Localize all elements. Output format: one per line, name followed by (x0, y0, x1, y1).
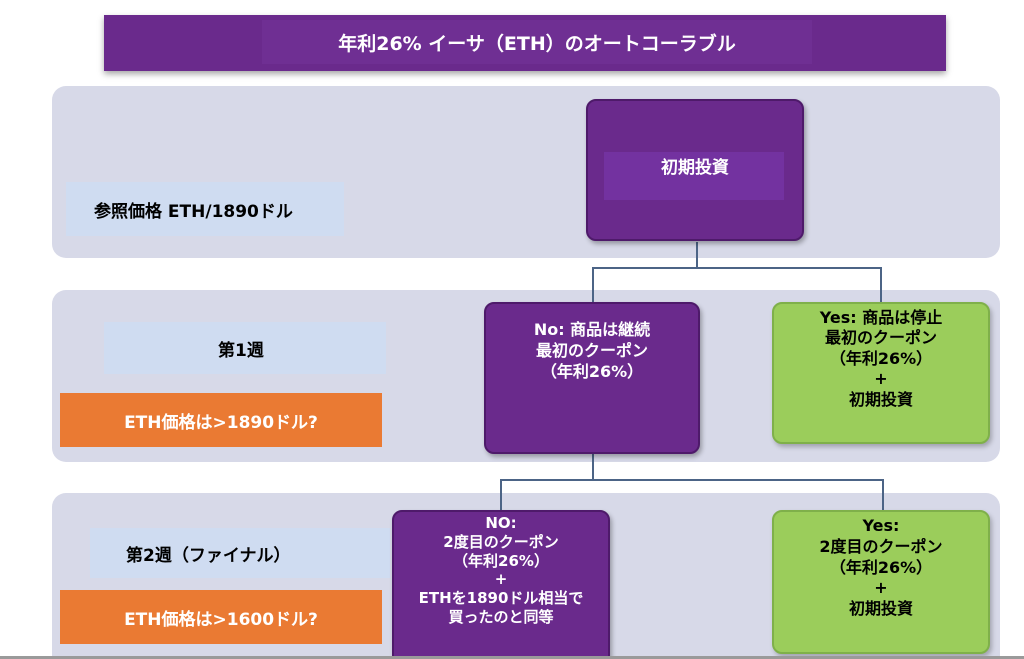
initial-investment-box: 初期投資 (586, 99, 804, 241)
week2-yes-line-4: + (874, 578, 888, 598)
connector-no-week1-down (592, 452, 594, 480)
week2-yes-line-5: 初期投資 (848, 599, 913, 619)
week2-no-box: NO: 2度目のクーポン （年利26%） + ETHを1890ドル相当で 買った… (392, 510, 610, 659)
week1-yes-box: Yes: 商品は停止 最初のクーポン （年利26%） + 初期投資 (772, 302, 990, 444)
initial-investment-text: 初期投資 (661, 158, 729, 178)
week1-condition-text: ETH価格は>1890ドル? (124, 412, 318, 433)
week1-no-line-1: No: 商品は継続 (533, 320, 651, 339)
connector-to-yes-week2 (882, 479, 884, 511)
connector-to-no-week1 (592, 267, 594, 304)
week2-no-line-1: NO: (485, 514, 517, 532)
connector-to-no-week2 (500, 479, 502, 511)
week2-no-line-6: 買ったのと同等 (448, 607, 554, 626)
week1-no-box: No: 商品は継続 最初のクーポン （年利26%） (484, 302, 700, 454)
week2-yes-line-2: 2度目のクーポン (819, 536, 943, 556)
connector-split-week1 (592, 267, 882, 269)
week1-no-line-2: 最初のクーポン (535, 340, 648, 360)
week2-label: 第2週（ファイナル） (90, 528, 390, 578)
week2-no-line-5: ETHを1890ドル相当で (418, 589, 584, 607)
week2-yes-line-3: （年利26%） (829, 557, 933, 577)
week1-yes-line-4: + (874, 369, 888, 389)
week1-yes-line-3: （年利26%） (829, 348, 933, 368)
bottom-divider (0, 656, 1024, 659)
week2-yes-box: Yes: 2度目のクーポン （年利26%） + 初期投資 (772, 510, 990, 654)
week1-no-line-3: （年利26%） (540, 361, 644, 381)
week2-condition: ETH価格は>1600ドル? (60, 590, 382, 644)
reference-price-text: 参照価格 ETH/1890ドル (94, 201, 293, 222)
connector-split-week2 (500, 479, 884, 481)
week1-text: 第1週 (218, 340, 264, 361)
week2-no-line-4: + (494, 570, 508, 589)
week2-text: 第2週（ファイナル） (126, 545, 291, 566)
reference-price-label: 参照価格 ETH/1890ドル (66, 182, 344, 236)
diagram-title: 年利26% イーサ（ETH）のオートコーラブル (262, 20, 812, 64)
week2-no-line-3: （年利26%） (453, 551, 549, 570)
connector-initial-down (696, 242, 698, 268)
week1-label: 第1週 (104, 322, 386, 374)
connector-to-yes-week1 (880, 267, 882, 304)
week2-no-line-2: 2度目のクーポン (443, 532, 559, 551)
week1-yes-line-5: 初期投資 (848, 389, 913, 409)
week1-yes-line-2: 最初のクーポン (824, 328, 937, 348)
week2-condition-text: ETH価格は>1600ドル? (124, 609, 318, 630)
week1-condition: ETH価格は>1890ドル? (60, 393, 382, 447)
initial-investment-inner (604, 152, 784, 200)
week1-yes-line-1: Yes: 商品は停止 (819, 308, 943, 327)
week2-yes-line-1: Yes: (862, 516, 900, 535)
